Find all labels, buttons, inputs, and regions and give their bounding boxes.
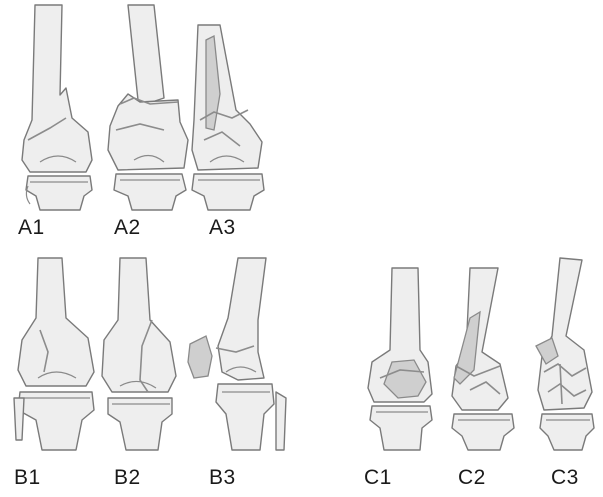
tibia (216, 384, 274, 450)
panel-label-a1: A1 (18, 216, 45, 240)
femur-shaft (22, 5, 92, 172)
femur-shaft (538, 258, 592, 410)
panel-label-c1: C1 (364, 466, 392, 490)
panel-c2 (452, 268, 514, 450)
femur-shaft (18, 258, 94, 386)
coronal-fragment (188, 336, 212, 378)
tibia (18, 392, 94, 450)
panel-b1 (14, 258, 94, 450)
panel-label-b2: B2 (114, 466, 141, 490)
femur-shaft (192, 25, 262, 170)
panel-a1 (22, 5, 92, 210)
tibia (26, 176, 92, 210)
fibula (276, 392, 286, 450)
tibia (108, 398, 172, 450)
panel-label-b3: B3 (209, 466, 236, 490)
panel-c3 (536, 258, 594, 450)
femur-shaft (102, 258, 176, 392)
femur-shaft (218, 258, 266, 380)
distal-fragment (108, 94, 188, 170)
panel-a3 (192, 25, 264, 210)
panel-b2 (102, 258, 176, 450)
panel-label-c3: C3 (551, 466, 579, 490)
fibula (14, 398, 24, 440)
panel-label-c2: C2 (458, 466, 486, 490)
femur-shaft (452, 268, 508, 410)
panel-label-b1: B1 (14, 466, 41, 490)
femur-shaft (128, 5, 164, 104)
panel-label-a3: A3 (209, 216, 236, 240)
panel-c1 (368, 268, 432, 450)
panel-b3 (188, 258, 286, 450)
panel-a2 (108, 5, 188, 210)
panel-label-a2: A2 (114, 216, 141, 240)
